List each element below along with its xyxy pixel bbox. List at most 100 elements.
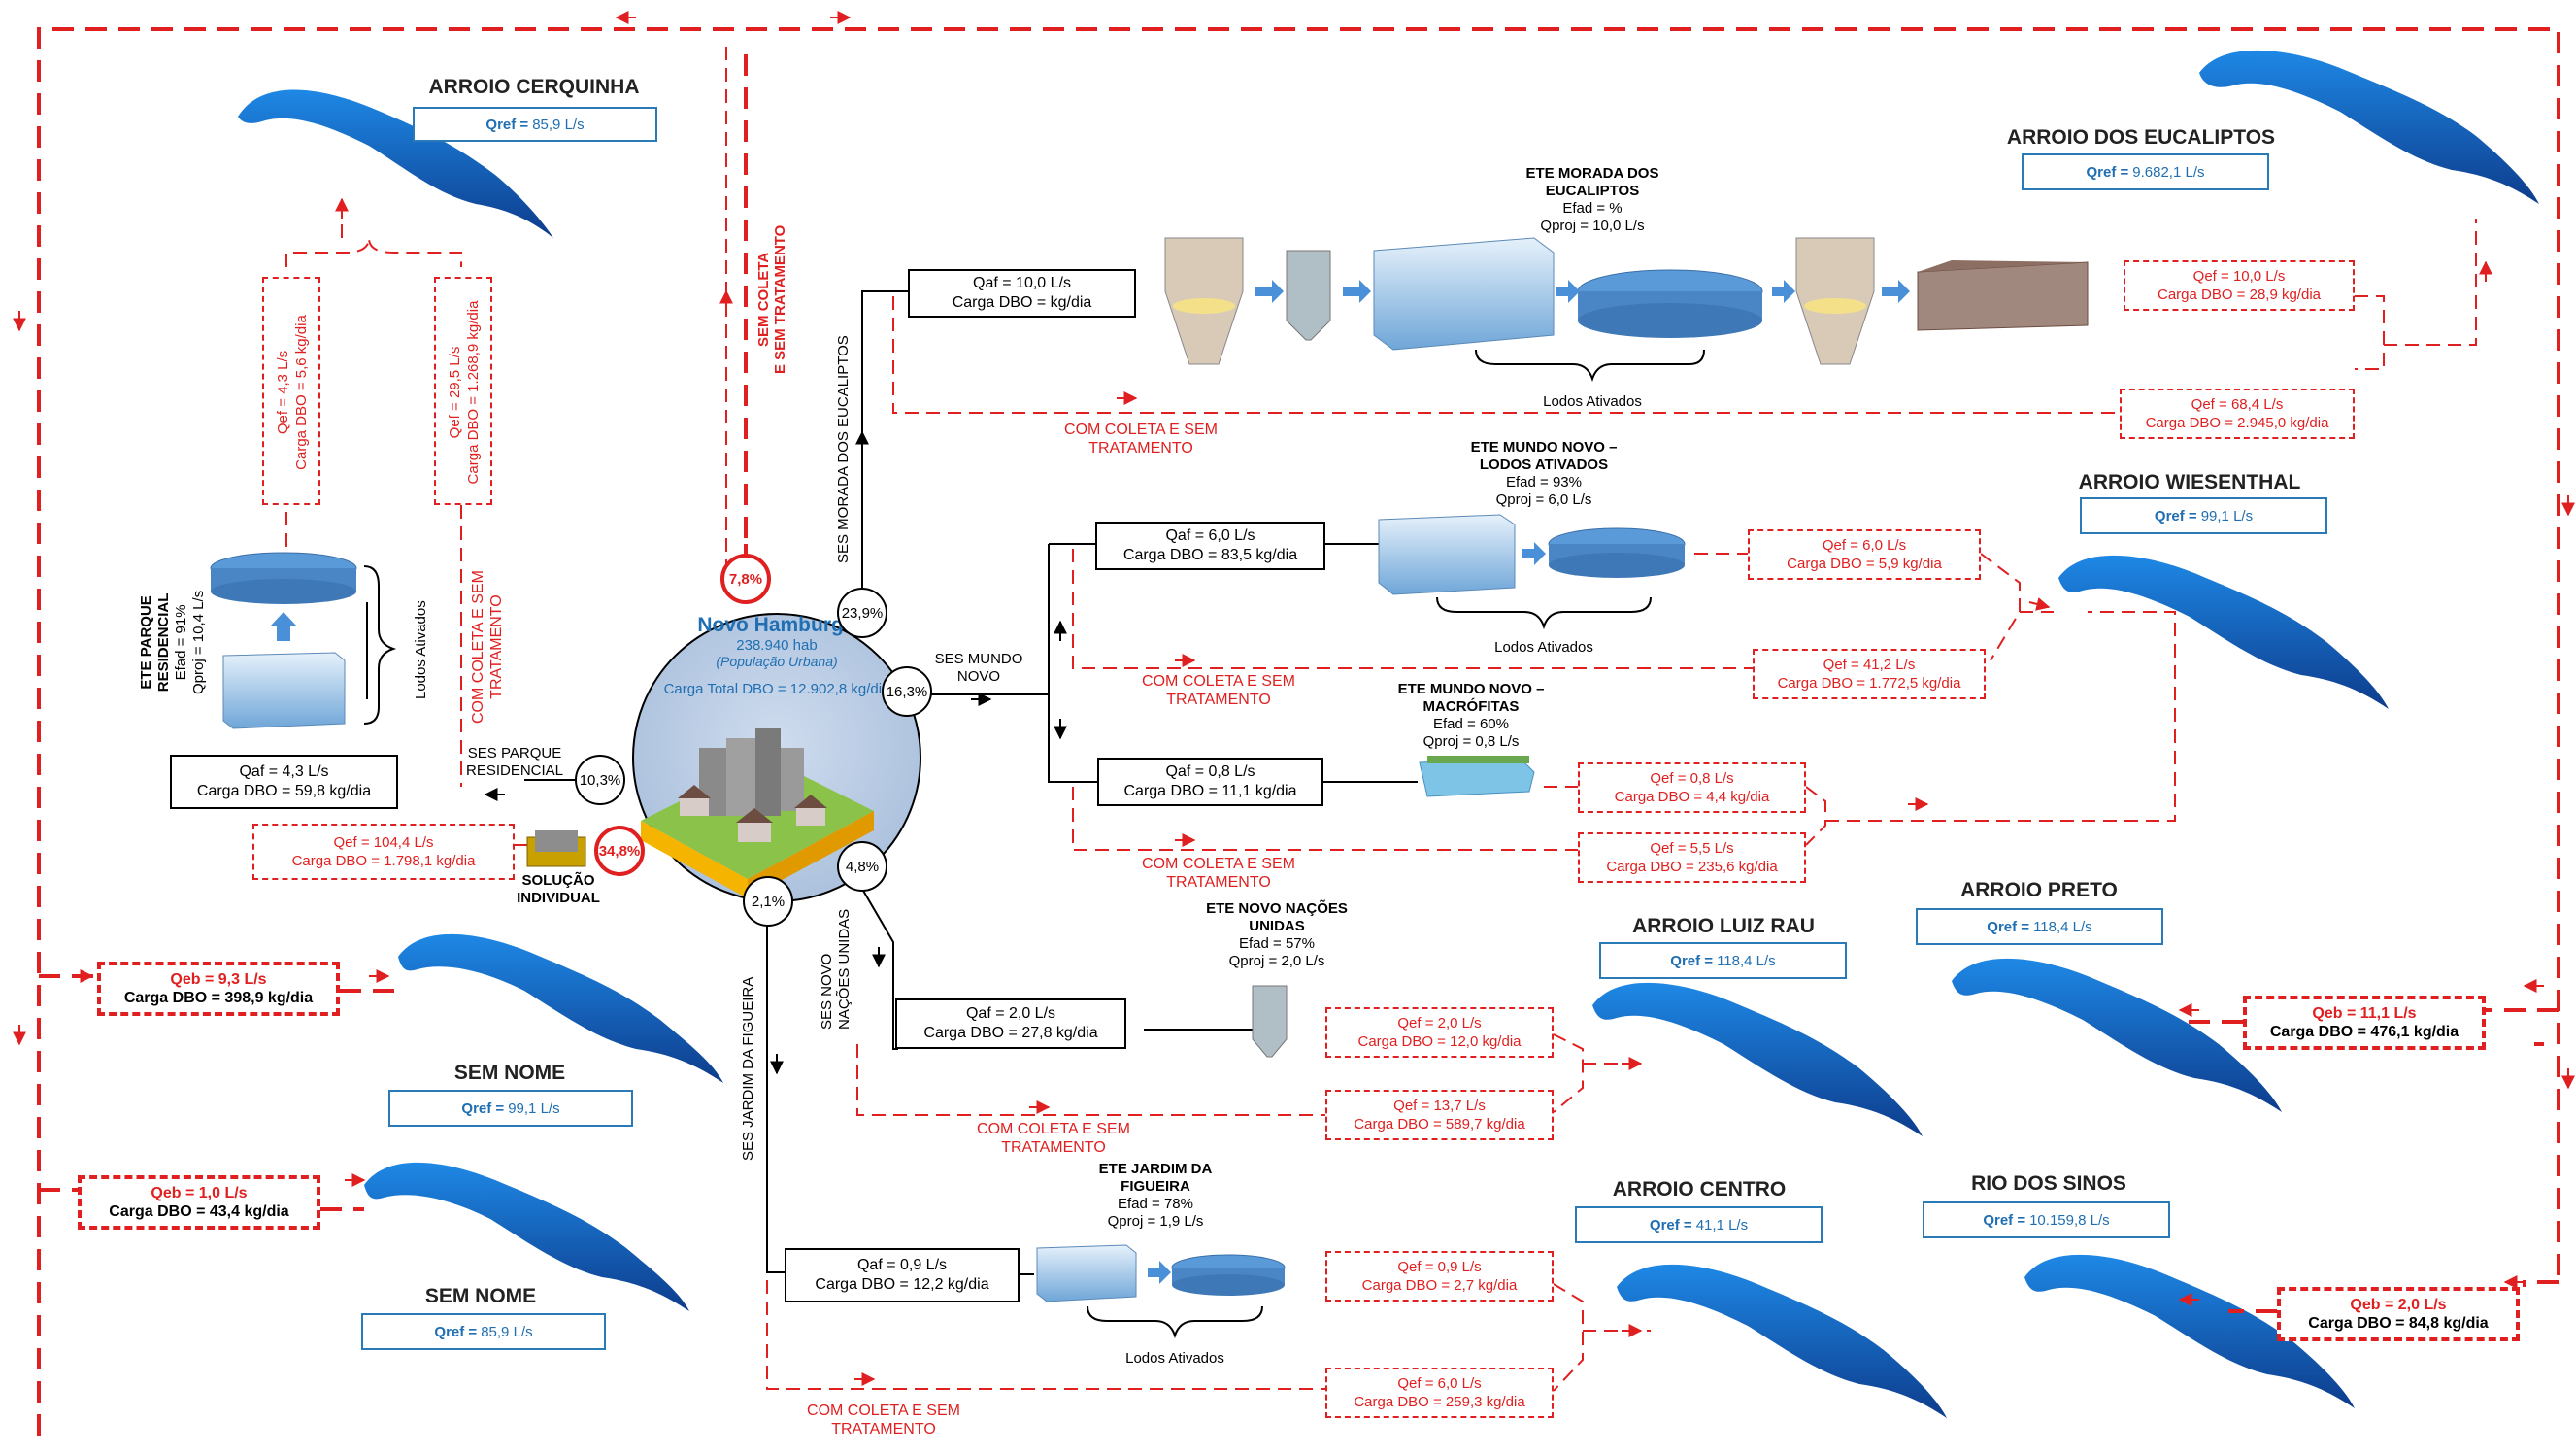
river-eucaliptos-qval: 9.682,1 L/s bbox=[2132, 163, 2205, 181]
river-luiz-rau-qval: 118,4 L/s bbox=[1717, 952, 1776, 969]
ses-parque-line2: RESIDENCIAL bbox=[465, 762, 564, 779]
ete-morada-t1: ETE MORADA DOS bbox=[1525, 165, 1659, 182]
ete-morada-efad: Efad = % bbox=[1562, 200, 1623, 217]
river-sinos-qlabel: Qref = bbox=[1983, 1211, 2026, 1229]
river-eucaliptos-qref: Qref =9.682,1 L/s bbox=[2022, 153, 2269, 190]
external-preto-c: Carga DBO = 476,1 kg/dia bbox=[2269, 1024, 2459, 1040]
effluent-morada-sem-c: Carga DBO = 2.945,0 kg/dia bbox=[2145, 415, 2329, 431]
influent-jardim: Qaf = 0,9 L/s Carga DBO = 12,2 kg/dia bbox=[785, 1248, 1020, 1302]
equipment-parque bbox=[210, 552, 357, 729]
effluent-mundo-trat-c: Carga DBO = 5,9 kg/dia bbox=[1787, 556, 1942, 572]
influent-morada: Qaf = 10,0 L/s Carga DBO = kg/dia bbox=[908, 269, 1136, 318]
effluent-macro-sem-q: Qef = 5,5 L/s bbox=[1650, 840, 1734, 857]
com-coleta-parque-l2: TRATAMENTO bbox=[488, 594, 505, 699]
equipment-mundo-lodos bbox=[1378, 514, 1686, 595]
effluent-jardim-sem: Qef = 6,0 L/s Carga DBO = 259,3 kg/dia bbox=[1325, 1368, 1554, 1418]
wave-cerquinha bbox=[238, 89, 553, 238]
river-luiz-rau-qlabel: Qref = bbox=[1670, 952, 1714, 969]
ete-jardim-t2: FIGUEIRA bbox=[1121, 1178, 1190, 1195]
effluent-parque-trat-c: Carga DBO = 5,6 kg/dia bbox=[293, 315, 310, 470]
com-coleta-nacoes: COM COLETA E SEM TRATAMENTO bbox=[947, 1120, 1160, 1157]
ete-morada: ETE MORADA DOS EUCALIPTOS Efad = % Qproj… bbox=[1476, 165, 1709, 235]
solucao-line2: INDIVIDUAL bbox=[517, 890, 600, 906]
influent-parque-c: Carga DBO = 59,8 kg/dia bbox=[196, 783, 372, 799]
hub-population-note: (População Urbana) bbox=[716, 654, 838, 669]
wave-sem-nome-2 bbox=[364, 1162, 689, 1311]
frame-arrows bbox=[13, 11, 2575, 1289]
effluent-morada-sem: Qef = 68,4 L/s Carga DBO = 2.945,0 kg/di… bbox=[2120, 389, 2355, 439]
river-sem-nome-1-qref: Qref =99,1 L/s bbox=[388, 1090, 633, 1127]
effluent-nacoes-sem: Qef = 13,7 L/s Carga DBO = 589,7 kg/dia bbox=[1325, 1090, 1554, 1140]
equipment-individual bbox=[526, 830, 586, 867]
effluent-parque-trat-text: Qef = 4,3 L/s Carga DBO = 5,6 kg/dia bbox=[274, 290, 311, 494]
ete-parque-t1: ETE PARQUE bbox=[138, 595, 154, 690]
com-coleta-mundo: COM COLETA E SEM TRATAMENTO bbox=[1112, 672, 1325, 709]
com-coleta-jardim-l1: COM COLETA E SEM bbox=[807, 1403, 960, 1419]
hub-title: Novo Hamburgo bbox=[697, 614, 856, 636]
effluent-parque-sem-q: Qef = 29,5 L/s bbox=[447, 346, 463, 439]
external-sem-nome-1: Qeb = 9,3 L/s Carga DBO = 398,9 kg/dia bbox=[97, 962, 340, 1016]
pct-individual: 34,8% bbox=[594, 826, 645, 876]
effluent-mundo-sem: Qef = 41,2 L/s Carga DBO = 1.772,5 kg/di… bbox=[1753, 649, 1986, 699]
wave-centro bbox=[1617, 1264, 1947, 1418]
ete-parque-t2: RESIDENCIAL bbox=[155, 592, 172, 693]
ete-mundo-macro-t2: MACRÓFITAS bbox=[1422, 698, 1520, 715]
effluent-macro-sem-c: Carga DBO = 235,6 kg/dia bbox=[1606, 859, 1778, 875]
effluent-mundo-sem-c: Carga DBO = 1.772,5 kg/dia bbox=[1777, 675, 1961, 692]
influent-jardim-c: Carga DBO = 12,2 kg/dia bbox=[815, 1276, 989, 1293]
ses-mundo-line1: SES MUNDO bbox=[934, 651, 1023, 667]
effluent-morada-sem-q: Qef = 68,4 L/s bbox=[2191, 396, 2284, 413]
equipment-morada bbox=[1164, 237, 2089, 365]
hub-population: 238.940 hab bbox=[736, 637, 818, 654]
external-sem-nome-2-c: Carga DBO = 43,4 kg/dia bbox=[109, 1203, 289, 1220]
ete-nacoes: ETE NOVO NAÇÕES UNIDAS Efad = 57% Qproj … bbox=[1160, 900, 1393, 970]
effluent-morada-trat-c: Carga DBO = 28,9 kg/dia bbox=[2157, 287, 2321, 303]
influent-nacoes-q: Qaf = 2,0 L/s bbox=[965, 1005, 1056, 1022]
external-sinos: Qeb = 2,0 L/s Carga DBO = 84,8 kg/dia bbox=[2277, 1287, 2520, 1341]
equipment-macrofitas bbox=[1419, 756, 1535, 797]
river-sem-nome-2-qval: 85,9 L/s bbox=[481, 1323, 533, 1340]
influent-morada-q: Qaf = 10,0 L/s bbox=[973, 275, 1071, 291]
hub-carga: Carga Total DBO = 12.902,8 kg/dia bbox=[663, 681, 890, 697]
solucao-line1: SOLUÇÃO bbox=[521, 872, 595, 889]
effluent-morada-trat: Qef = 10,0 L/s Carga DBO = 28,9 kg/dia bbox=[2124, 260, 2355, 311]
wave-luiz-rau bbox=[1592, 982, 1923, 1136]
ses-parque-line1: SES PARQUE bbox=[467, 745, 562, 761]
external-boundary bbox=[37, 27, 2560, 1436]
effluent-macro-trat-c: Carga DBO = 4,4 kg/dia bbox=[1614, 789, 1770, 805]
effluent-macro-trat-q: Qef = 0,8 L/s bbox=[1650, 770, 1734, 787]
river-waves bbox=[238, 50, 2539, 1418]
lodos-parque: Lodos Ativados bbox=[413, 600, 429, 699]
ete-parque-qproj: Qproj = 10,4 L/s bbox=[190, 590, 207, 694]
ete-mundo-lodos-qproj: Qproj = 6,0 L/s bbox=[1495, 491, 1592, 508]
effluent-jardim-trat-q: Qef = 0,9 L/s bbox=[1397, 1259, 1482, 1275]
com-coleta-macro: COM COLETA E SEM TRATAMENTO bbox=[1112, 855, 1325, 892]
effluent-nacoes-trat: Qef = 2,0 L/s Carga DBO = 12,0 kg/dia bbox=[1325, 1007, 1554, 1058]
river-cerquinha-qlabel: Qref = bbox=[485, 116, 529, 133]
influent-mundo-macro-c: Carga DBO = 11,1 kg/dia bbox=[1123, 783, 1297, 799]
ete-mundo-lodos-efad: Efad = 93% bbox=[1506, 474, 1582, 490]
pct-nacoes: 4,8% bbox=[837, 841, 887, 892]
external-sinos-c: Carga DBO = 84,8 kg/dia bbox=[2308, 1315, 2489, 1332]
river-wiesenthal-qref: Qref =99,1 L/s bbox=[2080, 497, 2327, 534]
effluent-mundo-trat: Qef = 6,0 L/s Carga DBO = 5,9 kg/dia bbox=[1748, 529, 1981, 580]
com-coleta-jardim-l2: TRATAMENTO bbox=[831, 1421, 936, 1437]
influent-mundo-lodos-q: Qaf = 6,0 L/s bbox=[1165, 527, 1255, 544]
hub-label: Novo Hamburgo 238.940 hab (População Urb… bbox=[641, 614, 913, 697]
ses-nacoes-label: SES NOVO NAÇÕES UNIDAS bbox=[819, 909, 853, 1030]
ete-morada-qproj: Qproj = 10,0 L/s bbox=[1540, 218, 1645, 234]
ete-mundo-lodos-t2: LODOS ATIVADOS bbox=[1479, 456, 1609, 473]
river-sinos-qref: Qref =10.159,8 L/s bbox=[1923, 1201, 2170, 1238]
river-sem-nome-1-name: SEM NOME bbox=[453, 1062, 566, 1084]
effluent-nacoes-trat-c: Carga DBO = 12,0 kg/dia bbox=[1357, 1033, 1522, 1050]
river-sem-nome-1-qval: 99,1 L/s bbox=[508, 1099, 560, 1117]
com-coleta-morada: COM COLETA E SEM TRATAMENTO bbox=[1034, 421, 1248, 457]
effluent-nacoes-sem-q: Qef = 13,7 L/s bbox=[1393, 1098, 1486, 1114]
com-coleta-jardim: COM COLETA E SEM TRATAMENTO bbox=[777, 1402, 990, 1438]
pct-sem-coleta: 7,8% bbox=[720, 554, 771, 604]
effluent-jardim-trat-c: Carga DBO = 2,7 kg/dia bbox=[1361, 1277, 1518, 1294]
effluent-individual-c: Carga DBO = 1.798,1 kg/dia bbox=[291, 853, 476, 869]
external-preto-q: Qeb = 11,1 L/s bbox=[2312, 1005, 2417, 1022]
ses-mundo-label: SES MUNDO NOVO bbox=[920, 651, 1037, 686]
